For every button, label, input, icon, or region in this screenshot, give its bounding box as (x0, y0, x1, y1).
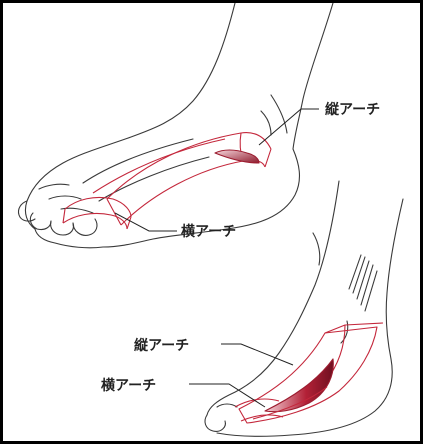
foot-arch-illustration (3, 3, 420, 441)
label-bottom-transverse-arch: 横アーチ (101, 379, 156, 393)
bottom-longitudinal-arch (239, 323, 383, 423)
top-longitudinal-arch (93, 133, 271, 225)
label-top-longitudinal-arch: 縦アーチ (325, 103, 380, 117)
label-top-transverse-arch: 横アーチ (181, 225, 236, 239)
top-foot-outline (18, 3, 333, 248)
label-bottom-longitudinal-arch: 縦アーチ (134, 339, 189, 353)
